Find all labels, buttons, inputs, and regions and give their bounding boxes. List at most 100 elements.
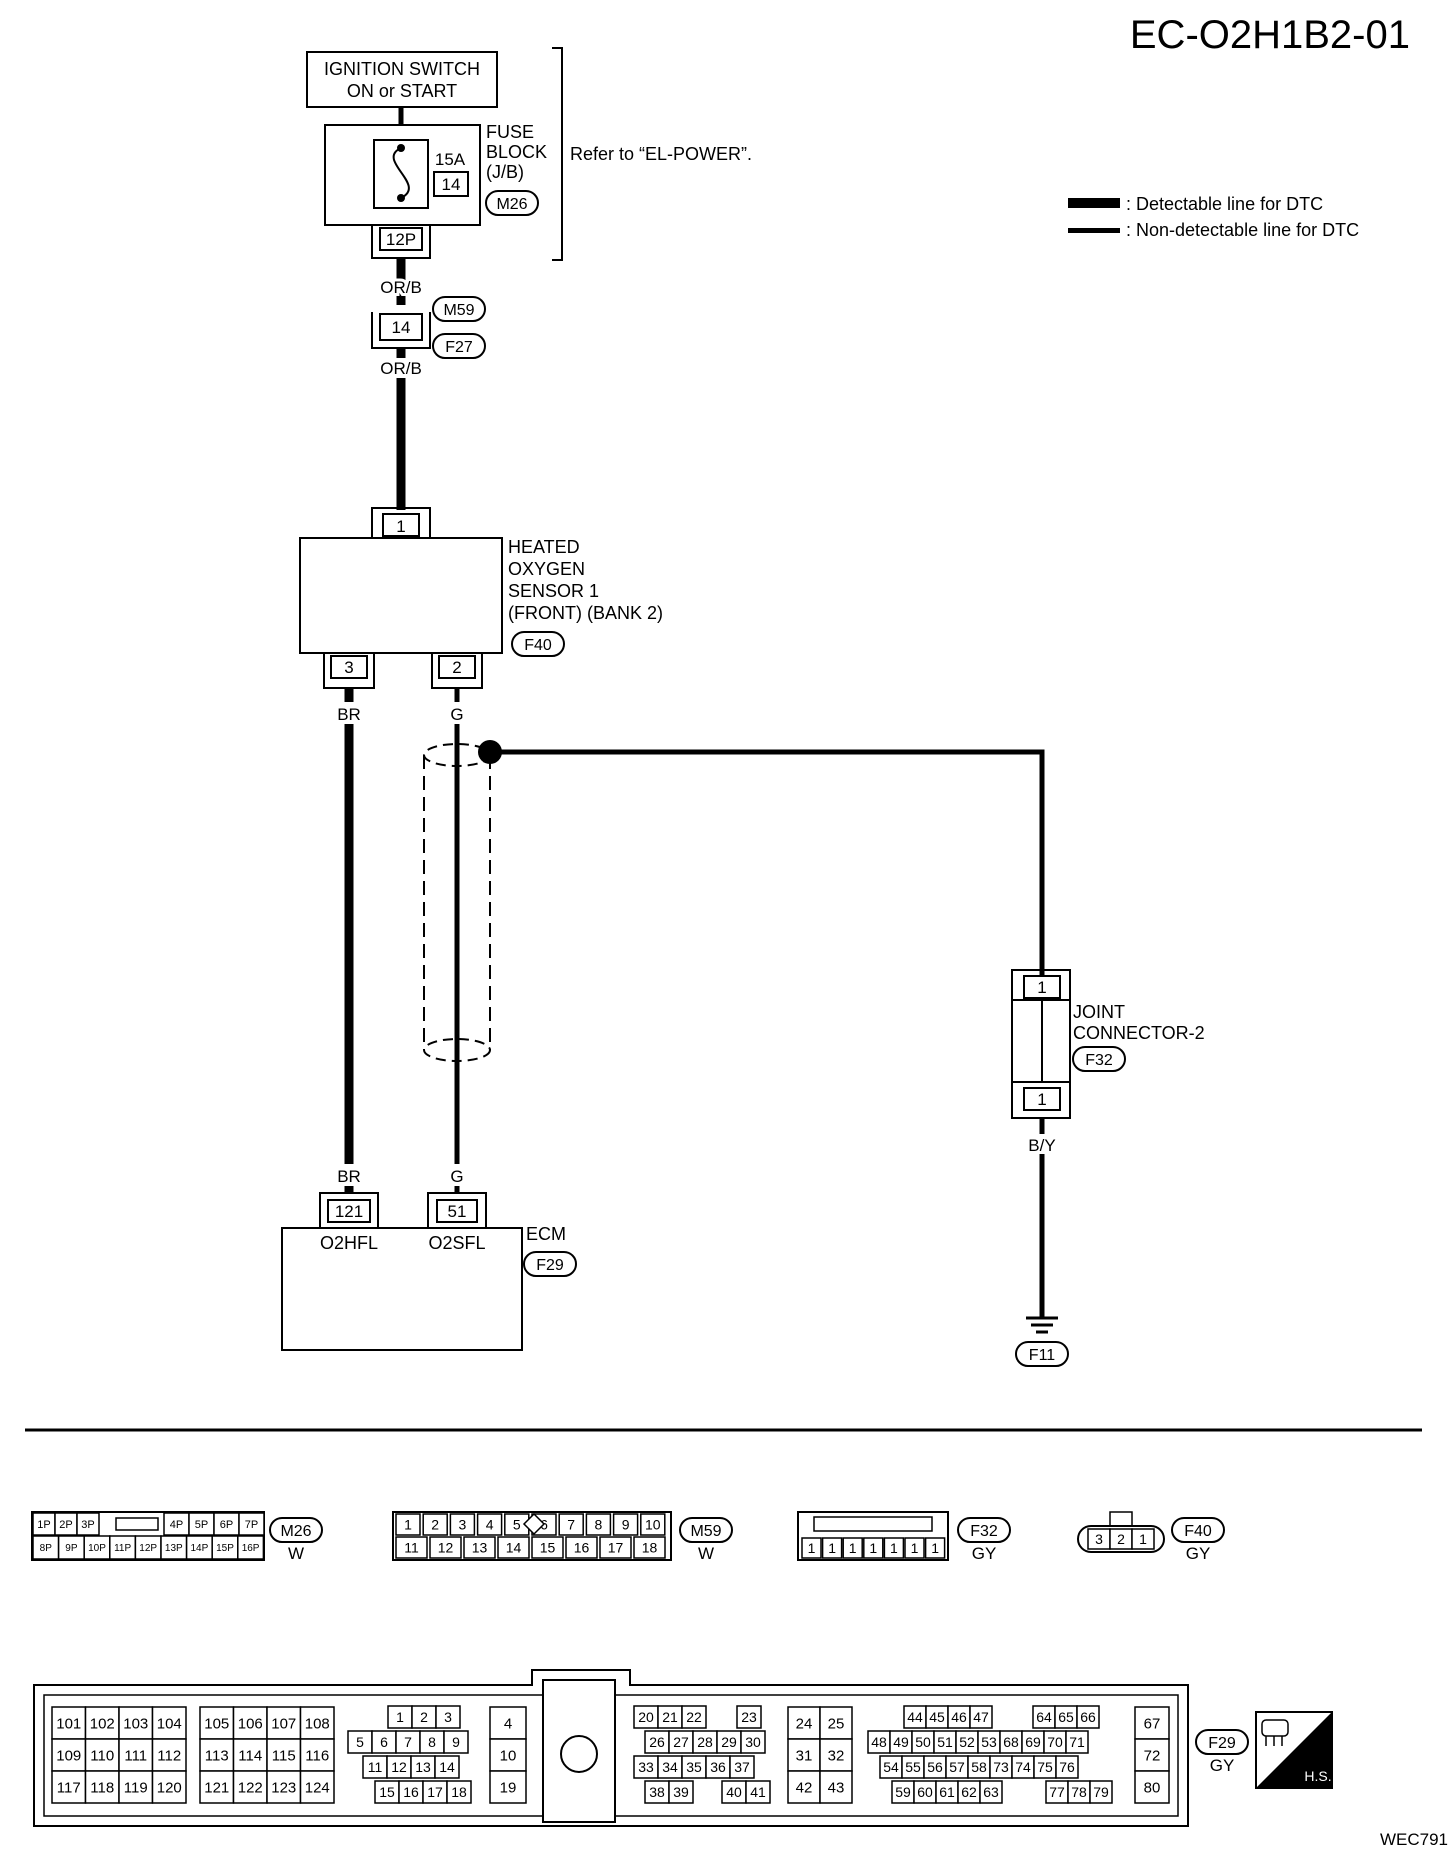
- m59-pin-7: 7: [567, 1517, 575, 1533]
- fuse-block: 15A 14 FUSE BLOCK (J/B) M26 12P: [324, 107, 547, 259]
- f32-pin-4-cell: [863, 1537, 884, 1559]
- f29-pin-64: 64: [1036, 1709, 1052, 1725]
- f32-color: GY: [972, 1544, 997, 1563]
- f29-pin-72-cell: [1134, 1738, 1170, 1772]
- legend-detectable-label: : Detectable line for DTC: [1126, 194, 1323, 214]
- m59-pin-9: 9: [622, 1517, 630, 1533]
- m26-pin-3P-cell: [76, 1512, 100, 1536]
- f29-pin-118: 118: [90, 1779, 114, 1796]
- m26-name: M26: [280, 1523, 311, 1540]
- f29-pin-67: 67: [1144, 1715, 1161, 1732]
- f29-pin-9-cell: [443, 1730, 469, 1754]
- m59-pin-14: 14: [506, 1540, 522, 1556]
- m59-name-tag: [679, 1517, 733, 1543]
- f29-pin-42: 42: [796, 1779, 813, 1796]
- f29-pin-105: 105: [204, 1715, 229, 1732]
- f29-pin-15: 15: [379, 1784, 395, 1800]
- f29-pin-22-cell: [681, 1705, 707, 1729]
- f29-pin-42-cell: [787, 1770, 821, 1804]
- f29-pin-40: 40: [726, 1784, 742, 1800]
- f29-pin-75: 75: [1037, 1759, 1053, 1775]
- m59-color: W: [698, 1544, 714, 1563]
- m59-pin-3: 3: [459, 1517, 467, 1533]
- f29-pin-12: 12: [391, 1759, 407, 1775]
- ecm-connector: F29: [536, 1257, 564, 1274]
- f29-pin-37: 37: [734, 1759, 750, 1775]
- joint-connector: 1 1 JOINT CONNECTOR-2 F32: [1011, 969, 1205, 1119]
- f29-pin-104: 104: [157, 1715, 182, 1732]
- f29-pin-43: 43: [828, 1779, 845, 1796]
- m26-pin-8P: 8P: [40, 1543, 53, 1554]
- f29-pin-70: 70: [1047, 1734, 1063, 1750]
- m59-pin-4: 4: [486, 1517, 494, 1533]
- m59-pin-13-cell: [463, 1536, 496, 1559]
- f29-pin-79: 79: [1093, 1784, 1109, 1800]
- harness-pin: 14: [392, 318, 411, 337]
- f29-pin-45: 45: [929, 1709, 945, 1725]
- f29-pin-116: 116: [305, 1747, 329, 1764]
- f29-pin-32-cell: [819, 1738, 853, 1772]
- f32-pin-2-cell: [821, 1537, 843, 1559]
- f29-pin-122: 122: [238, 1779, 263, 1796]
- f29-pin-3: 3: [444, 1709, 452, 1725]
- wire-label-orb-upper: OR/B: [380, 278, 422, 297]
- f29-pin-69: 69: [1025, 1734, 1041, 1750]
- f29-pin-59: 59: [895, 1784, 911, 1800]
- m59-pin-10-cell: [640, 1513, 666, 1536]
- f29-pin-30-cell: [740, 1730, 766, 1754]
- m26-pin-15P: 15P: [216, 1543, 234, 1554]
- f29-pin-72: 72: [1144, 1747, 1161, 1764]
- m26-name-tag: [269, 1517, 323, 1543]
- f29-pin-17: 17: [427, 1784, 443, 1800]
- f29-pin-113: 113: [205, 1747, 229, 1764]
- f29-pin-78: 78: [1071, 1784, 1087, 1800]
- m59-name: M59: [690, 1523, 721, 1540]
- f32-pin-7: 1: [931, 1540, 939, 1556]
- f29-pin-118-cell: [84, 1770, 120, 1804]
- f29-pin-4-cell: [489, 1706, 527, 1740]
- m59-pin-8-cell: [585, 1513, 612, 1536]
- m59-pin-8: 8: [595, 1517, 603, 1533]
- refer-text: Refer to “EL-POWER”.: [570, 144, 752, 164]
- f29-pin-119: 119: [124, 1779, 148, 1796]
- f29-pin-43-cell: [819, 1770, 853, 1804]
- f29-pin-102: 102: [90, 1715, 115, 1732]
- f29-pin-49: 49: [893, 1734, 909, 1750]
- m59-pin-12: 12: [438, 1540, 454, 1556]
- f32-bar: [813, 1516, 933, 1532]
- f32-pin-3-cell: [842, 1537, 863, 1559]
- f29-pin-120-cell: [151, 1770, 187, 1804]
- f29-pin-32: 32: [828, 1747, 845, 1764]
- f29-pin-66-cell: [1076, 1705, 1100, 1729]
- f29-pin-14: 14: [439, 1759, 455, 1775]
- f32-outline: [797, 1511, 949, 1561]
- f29-pin-3-cell: [435, 1705, 461, 1729]
- f29-pin-27: 27: [673, 1734, 689, 1750]
- f29-pin-4: 4: [504, 1715, 512, 1732]
- f29-pin-37-cell: [729, 1755, 755, 1779]
- harness-connector-top: M59: [443, 302, 474, 319]
- f29-pin-68: 68: [1003, 1734, 1019, 1750]
- ecm-pin-51: 51: [448, 1202, 467, 1221]
- f29-pin-11: 11: [368, 1759, 383, 1775]
- f29-pin-16: 16: [403, 1784, 419, 1800]
- f29-pin-2: 2: [420, 1709, 428, 1725]
- f32-pin-6-cell: [904, 1537, 925, 1559]
- f29-pin-51: 51: [937, 1734, 953, 1750]
- f29-outline: [33, 1669, 1189, 1827]
- f29-center-hole: [560, 1735, 598, 1773]
- m26-pin-7P: 7P: [245, 1519, 258, 1531]
- m59-pin-18-cell: [633, 1536, 666, 1559]
- f32-pin-6: 1: [911, 1540, 919, 1556]
- f32-pin-1-cell: [801, 1537, 822, 1559]
- f29-pin-55: 55: [905, 1759, 921, 1775]
- harness-connector: 14 M59 F27: [371, 296, 486, 359]
- f29-pin-57: 57: [949, 1759, 965, 1775]
- fuse-connector: M26: [496, 196, 527, 213]
- f29-pin-103: 103: [123, 1715, 148, 1732]
- sensor-connector: F40: [524, 637, 552, 654]
- m59-pin-7-cell: [558, 1513, 584, 1536]
- m26-pin-3P: 3P: [81, 1519, 94, 1531]
- f29-pin-21: 21: [662, 1709, 678, 1725]
- f32-pin-2: 1: [828, 1540, 836, 1556]
